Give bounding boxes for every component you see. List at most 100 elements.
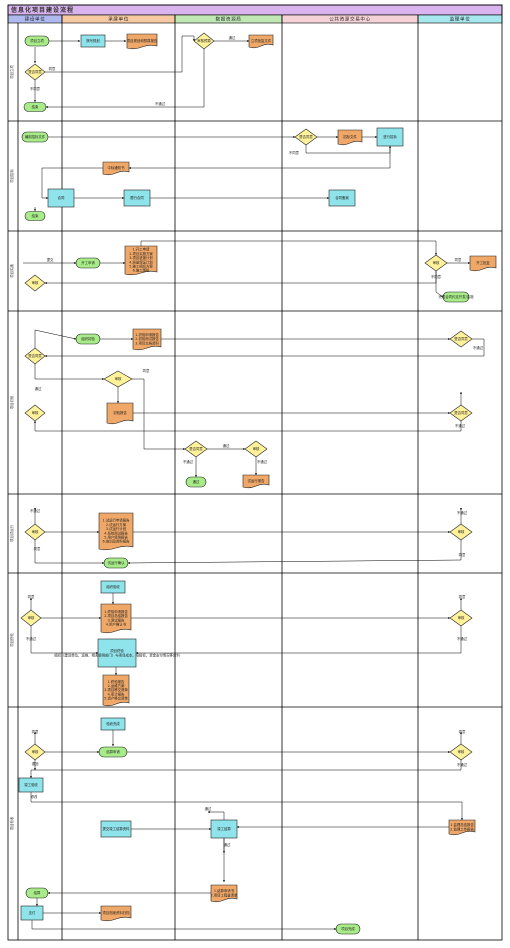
- decision-node: [24, 347, 46, 365]
- terminal-node: [442, 291, 470, 303]
- node-label: 是否同意: [454, 336, 468, 341]
- connector-label: 通过: [35, 386, 42, 391]
- node-label: 进行招标: [383, 134, 397, 139]
- node-label: 通过: [193, 479, 200, 484]
- document-node: [132, 328, 162, 351]
- node-label: 是否同意: [28, 353, 42, 358]
- connector-label: 通过: [205, 806, 212, 811]
- process-box: [47, 188, 75, 208]
- document-node: [242, 474, 270, 489]
- node-label: 是否同意: [28, 69, 42, 74]
- decision-node: [294, 128, 318, 146]
- connector: [135, 626, 462, 654]
- decision-node: [449, 330, 473, 348]
- terminal-node: [24, 211, 46, 221]
- process-box: [100, 580, 126, 594]
- decision-node: [24, 743, 46, 761]
- connector: [45, 35, 195, 73]
- document-node: [126, 33, 158, 50]
- process-box: [18, 777, 44, 793]
- node-label: 审核: [458, 529, 465, 534]
- connector-label: 不通过: [257, 459, 268, 464]
- node-label: 履行合同: [130, 195, 144, 200]
- column-header-label: 监理单位: [450, 16, 471, 23]
- document-node: [102, 674, 130, 707]
- terminal-node: [335, 923, 361, 935]
- connector: [132, 378, 186, 450]
- connector-label: 退回: [32, 761, 39, 766]
- node-label: 开工批复: [476, 260, 490, 265]
- process-box: [100, 820, 132, 838]
- row-label: 项目验收: [9, 816, 14, 830]
- document-node: [124, 245, 158, 276]
- node-label: 是否同意: [454, 410, 468, 415]
- node-label: 招标文件: [343, 134, 357, 139]
- connector-label: 通过: [223, 443, 230, 448]
- node-label: 竣工验收: [24, 782, 38, 787]
- node-label: 审核: [32, 529, 39, 534]
- node-label: 合同: [58, 195, 65, 200]
- node-label: 提交竣工结算资料: [102, 826, 130, 831]
- node-label: 审核: [28, 615, 35, 620]
- row-label: 项目试运行: [9, 524, 14, 542]
- connector-label: 不通过: [457, 510, 468, 515]
- node-label: 审核: [433, 260, 440, 265]
- document-node: [448, 819, 476, 836]
- connector: [34, 329, 77, 348]
- connector-label: 不同意: [289, 150, 300, 155]
- connector-label: 不通过: [26, 636, 37, 641]
- node-label: 结算: [34, 890, 41, 895]
- document-node: [100, 905, 132, 922]
- node-label: 合同备案: [335, 195, 349, 200]
- document-node: [337, 129, 363, 146]
- connector-label: 同意: [143, 368, 150, 373]
- connector: [30, 760, 462, 779]
- node-label: 审核: [458, 615, 465, 620]
- connector: [41, 167, 103, 199]
- node-label: 结束: [32, 104, 39, 109]
- terminal-node: [23, 102, 47, 112]
- title-bar: [7, 4, 503, 16]
- node-label: 立项批复文件: [251, 38, 272, 43]
- connector: [207, 811, 225, 820]
- connector-label: 不通过: [155, 101, 166, 106]
- node-label: 项目规划和预算报告: [127, 38, 158, 43]
- row-label: 项目初验: [9, 395, 14, 409]
- connector-label: 同意: [32, 729, 39, 734]
- connector: [140, 240, 437, 256]
- connector: [128, 146, 391, 169]
- decision-node: [193, 32, 215, 50]
- node-label: 试运行确认: [108, 560, 126, 565]
- document-node: [469, 255, 497, 272]
- node-label: 组织初验: [81, 336, 95, 341]
- column-header-label: 公共资源交易中心: [329, 16, 371, 23]
- diagram-border: [7, 4, 503, 941]
- connector: [44, 338, 485, 357]
- connector-label: 同意: [459, 729, 466, 734]
- node-label: 审核预算: [197, 38, 211, 43]
- decision-node: [449, 743, 473, 761]
- row-label: 项目立项: [9, 65, 14, 79]
- decision-node: [449, 609, 473, 627]
- page-title: 信息化项目建设流程: [11, 6, 74, 14]
- connector-label: 同意: [34, 546, 41, 551]
- connector: [34, 540, 105, 564]
- node-label: 结算申请: [106, 749, 120, 754]
- column-header-label: 数据资源局: [216, 16, 242, 23]
- connector-label: 不通过: [457, 636, 468, 641]
- connector: [127, 540, 462, 564]
- decision-node: [20, 609, 42, 627]
- connector: [30, 792, 463, 821]
- connector: [34, 364, 105, 380]
- process-box: [20, 905, 44, 921]
- terminal-node: [185, 476, 207, 488]
- process-box: [123, 189, 151, 207]
- node-label: 竣工结算: [217, 826, 231, 831]
- connector-label: 不同意: [431, 274, 442, 279]
- document-node: [102, 161, 130, 176]
